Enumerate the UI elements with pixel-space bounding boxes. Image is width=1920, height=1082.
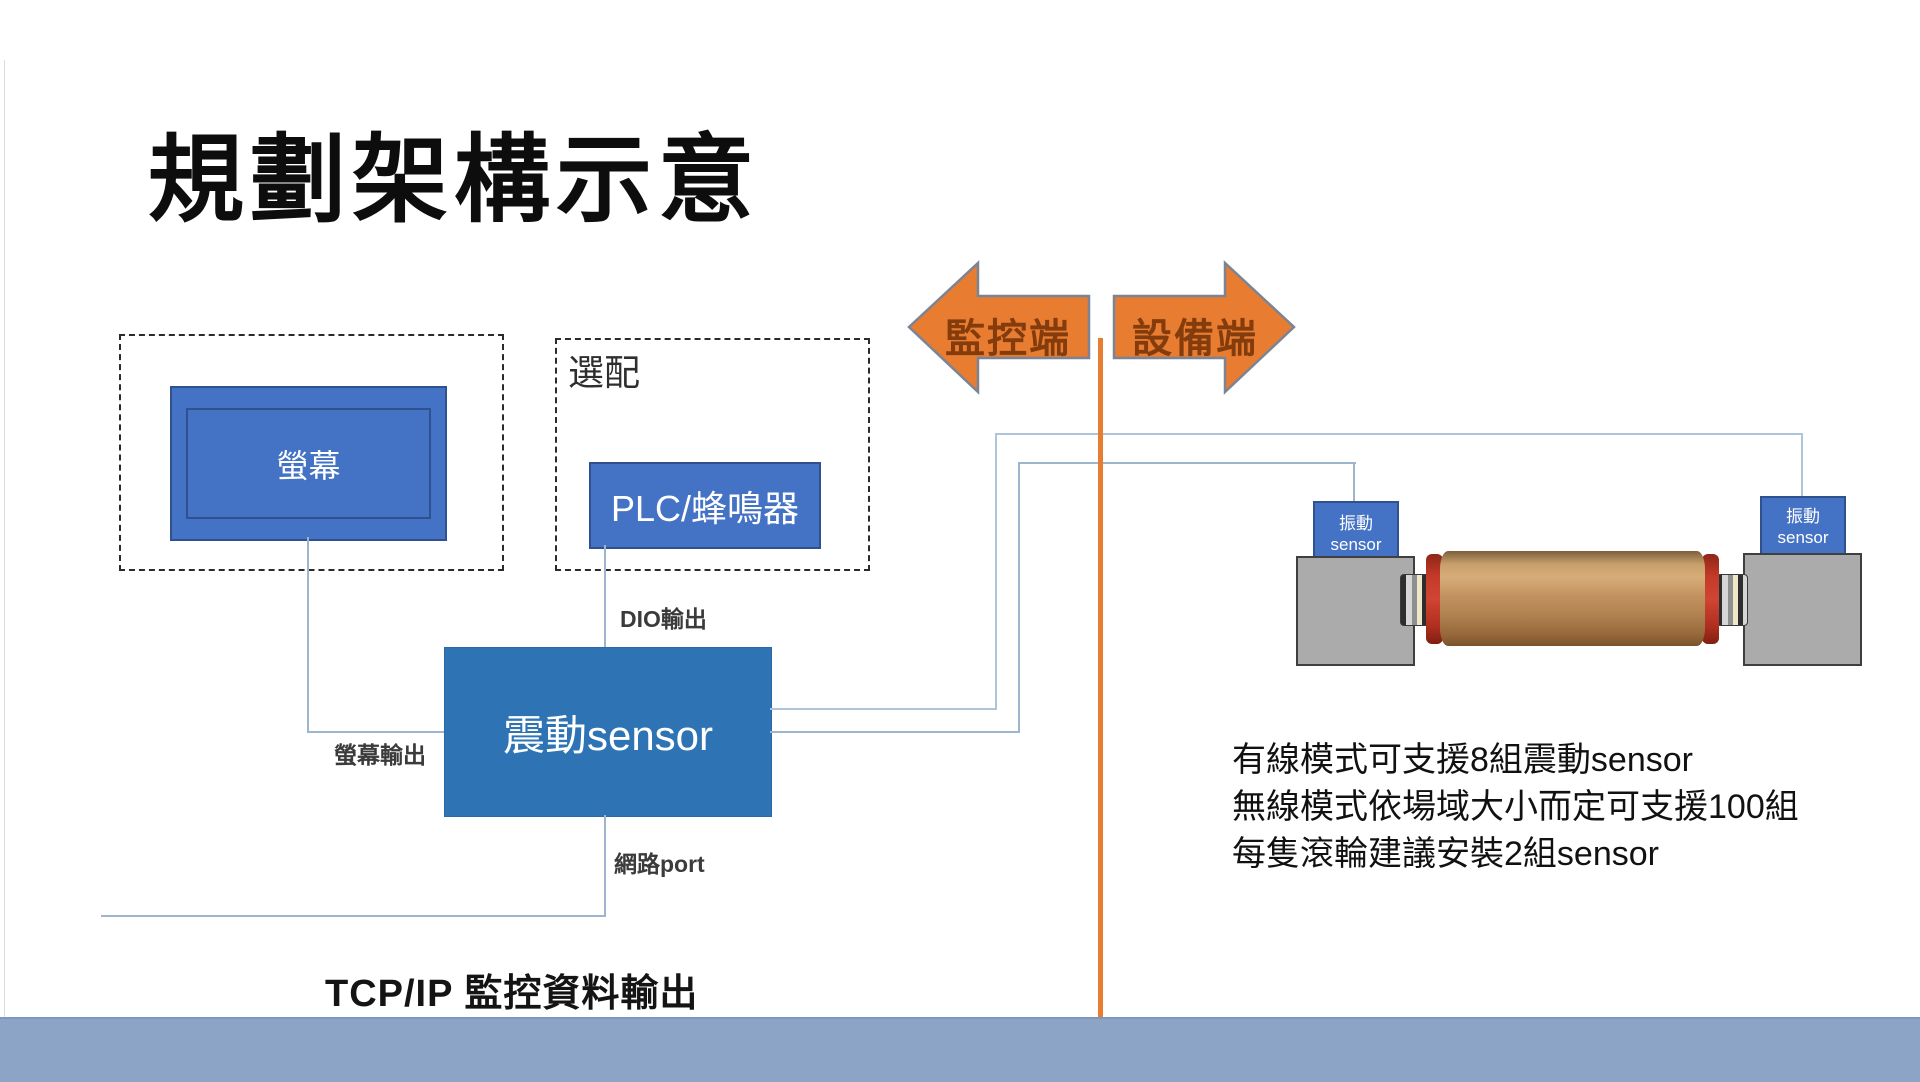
note-line-3: 每隻滾輪建議安裝2組sensor (1232, 835, 1659, 873)
connector-line (1018, 462, 1356, 464)
bearing-block-right (1743, 553, 1862, 666)
main-sensor-box: 震動sensor (444, 647, 772, 817)
connector-line (307, 537, 309, 731)
equipment-side-arrow-label: 設備端 (1132, 317, 1258, 361)
optional-group-dashed-box (555, 338, 870, 571)
connector-line (1018, 462, 1020, 733)
monitor-side-arrow: 監控端 (906, 259, 1092, 396)
connector-line (604, 545, 606, 647)
optional-group-label: 選配 (568, 352, 641, 393)
network-port-label: 網路port (614, 851, 705, 877)
vibration-sensor-tag-left-line1: 振動 (1339, 514, 1373, 533)
plc-buzzer-label: PLC/蜂鳴器 (610, 487, 800, 529)
divider-line (1098, 338, 1103, 1017)
roller-shaft-right (1716, 574, 1748, 626)
note-line-1: 有線模式可支援8組震動sensor (1232, 741, 1693, 779)
roller-red-ring-right (1702, 554, 1719, 644)
bottom-accent-bar (0, 1017, 1920, 1082)
right-block-arrow-icon (1112, 260, 1296, 395)
roller-image (1440, 551, 1705, 646)
connector-line (1801, 433, 1803, 496)
roller-red-ring-left (1426, 554, 1443, 644)
page-title: 規劃架構示意 (148, 127, 760, 234)
connector-line (307, 731, 444, 733)
plc-buzzer-box: PLC/蜂鳴器 (589, 462, 821, 549)
screen-label: 螢幕 (276, 447, 341, 484)
screen-bezel (186, 408, 431, 519)
bearing-block-left (1296, 556, 1415, 666)
vibration-sensor-tag-right-line1: 振動 (1786, 506, 1820, 526)
tcpip-output-label: TCP/IP 監控資料輸出 (325, 973, 699, 1015)
slide-edge-line (4, 60, 5, 1080)
vibration-sensor-tag-right-line2: sensor (1777, 527, 1829, 547)
connector-line (604, 815, 606, 915)
connector-line (770, 731, 1020, 733)
connector-line (995, 433, 1803, 435)
dio-output-label: DIO輸出 (620, 606, 707, 632)
notes-block: 有線模式可支援8組震動sensor 無線模式依場域大小而定可支援100組 每隻滾… (1232, 737, 1799, 878)
left-block-arrow-icon (907, 260, 1091, 395)
connector-line (995, 433, 997, 710)
monitor-group-dashed-box (119, 334, 504, 571)
note-line-2: 無線模式依場域大小而定可支援100組 (1232, 788, 1799, 826)
vibration-sensor-tag-left-line2: sensor (1330, 535, 1382, 554)
connector-line (1353, 462, 1355, 501)
main-sensor-label: 震動sensor (502, 711, 714, 759)
connector-line (101, 915, 606, 917)
monitor-side-arrow-label: 監控端 (945, 317, 1071, 361)
connector-line (770, 708, 997, 710)
equipment-side-arrow: 設備端 (1111, 259, 1297, 396)
screen-output-label: 螢幕輸出 (334, 742, 426, 768)
vibration-sensor-tag-right: 振動 sensor (1760, 496, 1846, 557)
screen-box: 螢幕 (170, 386, 447, 541)
